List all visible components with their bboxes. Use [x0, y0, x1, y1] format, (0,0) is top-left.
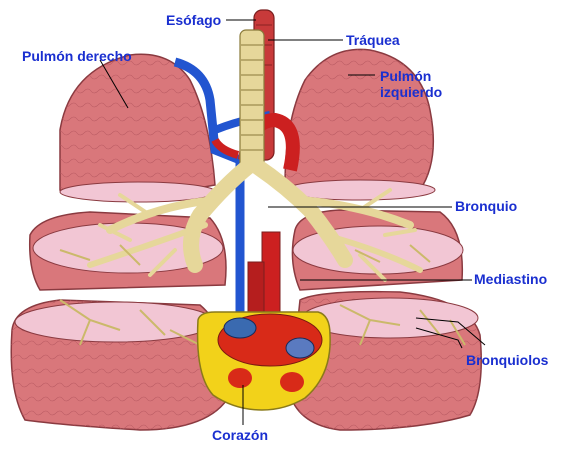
label-corazon: Corazón — [212, 427, 268, 443]
label-bronquio: Bronquio — [455, 198, 517, 214]
label-esofago: Esófago — [166, 12, 221, 28]
label-pulmon-derecho: Pulmón derecho — [22, 48, 132, 64]
label-traquea: Tráquea — [346, 32, 400, 48]
label-pulmon-izquierdo: Pulmón izquierdo — [380, 68, 442, 100]
label-bronquiolos: Bronquiolos — [466, 352, 548, 368]
trachea — [240, 30, 264, 170]
label-mediastino: Mediastino — [474, 271, 547, 287]
